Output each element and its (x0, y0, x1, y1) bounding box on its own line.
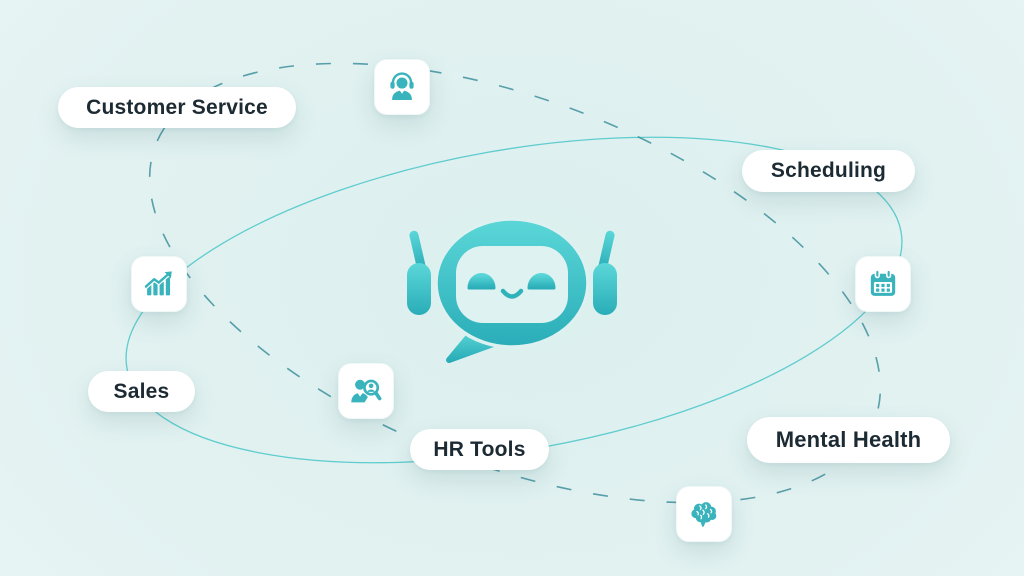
tile-mental-health (676, 486, 732, 542)
chatbot-robot (407, 217, 617, 363)
calendar-icon (870, 269, 896, 296)
hr-search-icon (351, 379, 382, 403)
tile-hr-tools (338, 363, 394, 419)
support-agent-icon (390, 72, 414, 101)
pill-hr-tools: HR Tools (410, 429, 549, 470)
pill-sales: Sales (88, 371, 195, 412)
tile-customer-service (374, 59, 430, 115)
pill-sales-label: Sales (113, 379, 170, 403)
pill-customer-service-label: Customer Service (86, 95, 268, 119)
pill-mental-health-label: Mental Health (775, 427, 922, 452)
pill-customer-service: Customer Service (58, 87, 296, 128)
growth-chart-icon (143, 271, 172, 296)
pill-scheduling-label: Scheduling (770, 159, 887, 182)
brain-icon (691, 502, 717, 527)
tile-scheduling (855, 256, 911, 312)
pill-scheduling: Scheduling (742, 150, 915, 192)
tile-sales (131, 256, 187, 312)
pill-hr-tools-label: HR Tools (433, 437, 526, 461)
pill-mental-health: Mental Health (747, 417, 950, 463)
